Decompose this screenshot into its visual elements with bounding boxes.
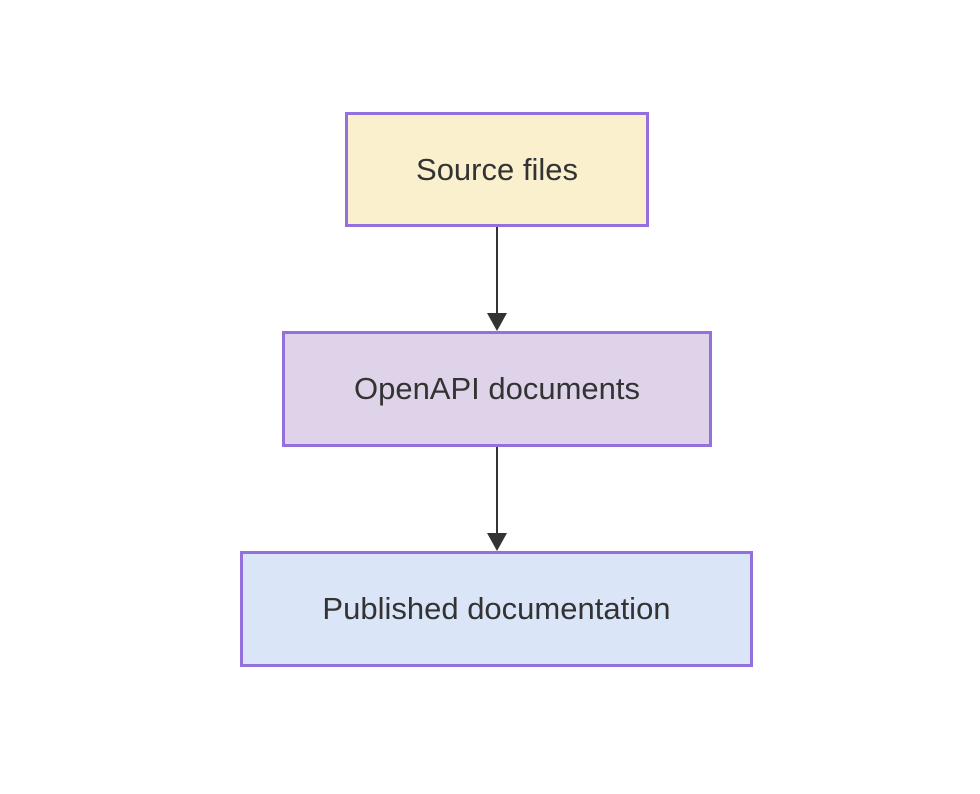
arrow-openapi-to-published <box>487 447 507 551</box>
arrow-source-to-openapi <box>487 227 507 331</box>
node-source-files: Source files <box>345 112 649 227</box>
node-openapi-documents: OpenAPI documents <box>282 331 712 447</box>
arrowhead-icon <box>487 313 507 331</box>
node-source-files-label: Source files <box>416 151 578 187</box>
node-published-documentation-label: Published documentation <box>322 591 671 627</box>
node-published-documentation: Published documentation <box>240 551 753 667</box>
arrowhead-icon <box>487 533 507 551</box>
node-openapi-documents-label: OpenAPI documents <box>353 371 641 407</box>
